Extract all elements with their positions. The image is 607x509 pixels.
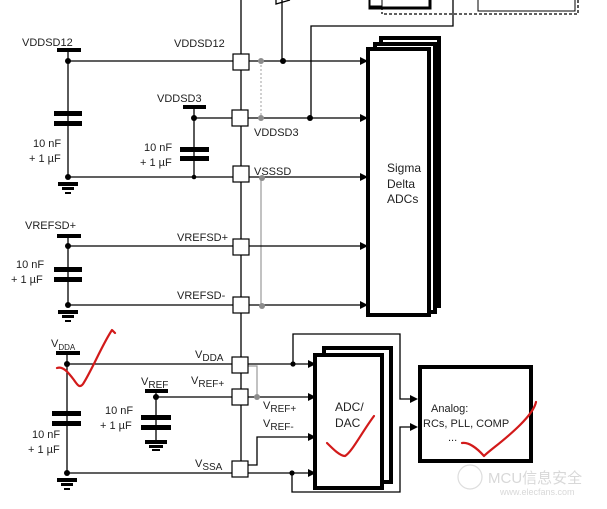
pin-label-vref-plus: VREF+	[191, 375, 224, 390]
pad-vddsd3	[231, 109, 249, 127]
pad-vrefsd-minus	[232, 296, 250, 314]
sigma-delta-adcs-block: Sigma Delta ADCs	[366, 36, 441, 317]
pad-vddsd12	[232, 53, 250, 71]
rail-label-vdda: VDDA	[51, 338, 76, 352]
decoupling-vref	[141, 389, 171, 451]
checkmark-vdda-annotation	[55, 328, 117, 388]
analog-label-3: ...	[448, 432, 457, 444]
cap-value-vdda-1: 10 nF	[32, 429, 60, 441]
ground-icon	[58, 310, 78, 322]
pad-vref-plus	[231, 388, 249, 406]
sigma-delta-label-2: Delta	[387, 177, 415, 191]
pin-label-vdda: VDDA	[195, 349, 224, 364]
adc-dac-label-1: ADC/	[335, 400, 364, 414]
analog-label-2: RCs, PLL, COMP	[423, 418, 509, 430]
decoupling-vddsd12	[54, 48, 82, 194]
partial-block-right	[477, 0, 576, 12]
adc-dac-block: ADC/ DAC	[313, 346, 393, 490]
checkmark-analog-annotation	[460, 400, 538, 458]
analog-label-1: Analog:	[431, 403, 468, 415]
adc-dac-label-2: DAC	[335, 416, 361, 430]
cap-value-vref-1: 10 nF	[105, 405, 133, 417]
sigma-delta-label-1: Sigma	[387, 161, 421, 175]
pin-label-vrefsd-minus: VREFSD-	[177, 290, 226, 302]
wire-vssa-to-analog	[291, 426, 414, 493]
watermark-logo-icon	[457, 464, 483, 490]
ground-icon	[145, 440, 167, 451]
decoupling-vdda	[52, 351, 81, 490]
ground-icon	[57, 478, 77, 490]
arrows-adc-dac	[308, 360, 418, 477]
wire-vref-minus	[248, 436, 313, 466]
pad-vrefsd-plus	[232, 238, 250, 256]
internal-label-vref-minus: VREF-	[263, 418, 294, 433]
link-vdda-vref	[248, 365, 258, 397]
cap-value-vddsd12-2: + 1 µF	[29, 153, 61, 165]
rail-label-vref: VREF	[141, 376, 168, 391]
checkmark-adc-dac-annotation	[325, 414, 376, 458]
top-partial-elements	[275, 0, 579, 118]
ground-icon	[58, 182, 78, 194]
rail-label-vrefsd-plus: VREFSD+	[25, 220, 76, 232]
cap-value-vddsd3-1: 10 nF	[144, 142, 172, 154]
pads	[231, 53, 250, 478]
pad-vdda	[231, 356, 249, 374]
watermark-url: www.elecfans.com	[499, 487, 575, 497]
pin-label-vssa: VSSA	[195, 458, 223, 473]
partial-block-inner	[369, 0, 383, 7]
pin-label-vrefsd-plus: VREFSD+	[177, 232, 228, 244]
pad-vssa	[231, 460, 249, 478]
capacitor-plate-bottom	[54, 121, 82, 126]
analog-block: Analog: RCs, PLL, COMP ...	[418, 365, 533, 463]
cap-value-vddsd12-1: 10 nF	[33, 138, 61, 150]
partial-buffer-symbol	[275, 0, 291, 5]
arrows-sigma-delta	[360, 57, 368, 309]
pin-label-vsssd: VSSSD	[254, 166, 291, 178]
capacitor-plate-top	[54, 111, 82, 116]
watermark: MCU信息安全 www.elecfans.com	[457, 464, 582, 497]
pin-label-vddsd3: VDDSD3	[254, 127, 299, 139]
pin-label-vddsd12: VDDSD12	[174, 38, 225, 50]
cap-value-vddsd3-2: + 1 µF	[140, 157, 172, 169]
cap-value-vref-2: + 1 µF	[100, 420, 132, 432]
cap-value-vrefsd-1: 10 nF	[16, 259, 44, 271]
wire-vddsd3-to-top	[310, 0, 454, 118]
sigma-delta-label-3: ADCs	[387, 192, 418, 206]
junction-dots	[64, 58, 313, 476]
watermark-brand: MCU信息安全	[488, 469, 582, 487]
cap-value-vrefsd-2: + 1 µF	[11, 274, 43, 286]
internal-label-vref-plus: VREF+	[263, 400, 296, 415]
cap-value-vdda-2: + 1 µF	[28, 444, 60, 456]
rail-label-vddsd12: VDDSD12	[22, 37, 73, 49]
rail-label-vddsd3: VDDSD3	[157, 93, 202, 105]
decoupling-vrefsd	[54, 234, 82, 322]
pad-vsssd	[232, 165, 250, 183]
wire-vdda-to-analog	[292, 333, 414, 400]
